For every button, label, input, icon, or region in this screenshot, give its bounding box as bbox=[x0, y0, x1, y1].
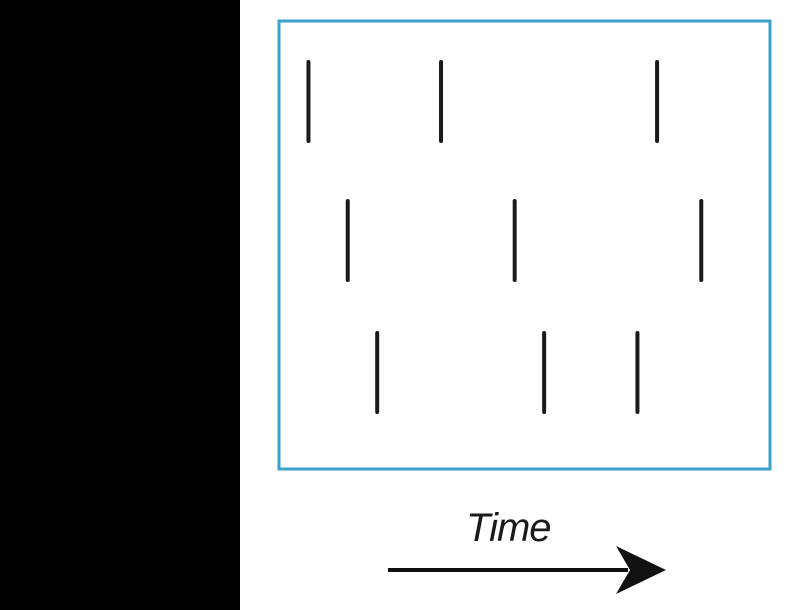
spike-row-2 bbox=[345, 199, 704, 282]
spike-row-1 bbox=[306, 60, 660, 143]
spike-rows bbox=[306, 60, 704, 414]
left-black-panel bbox=[0, 0, 240, 610]
time-axis-label: Time bbox=[466, 506, 552, 550]
spike-row-3 bbox=[375, 331, 640, 414]
right-arrow-icon bbox=[388, 546, 666, 594]
raster-frame bbox=[277, 19, 772, 471]
